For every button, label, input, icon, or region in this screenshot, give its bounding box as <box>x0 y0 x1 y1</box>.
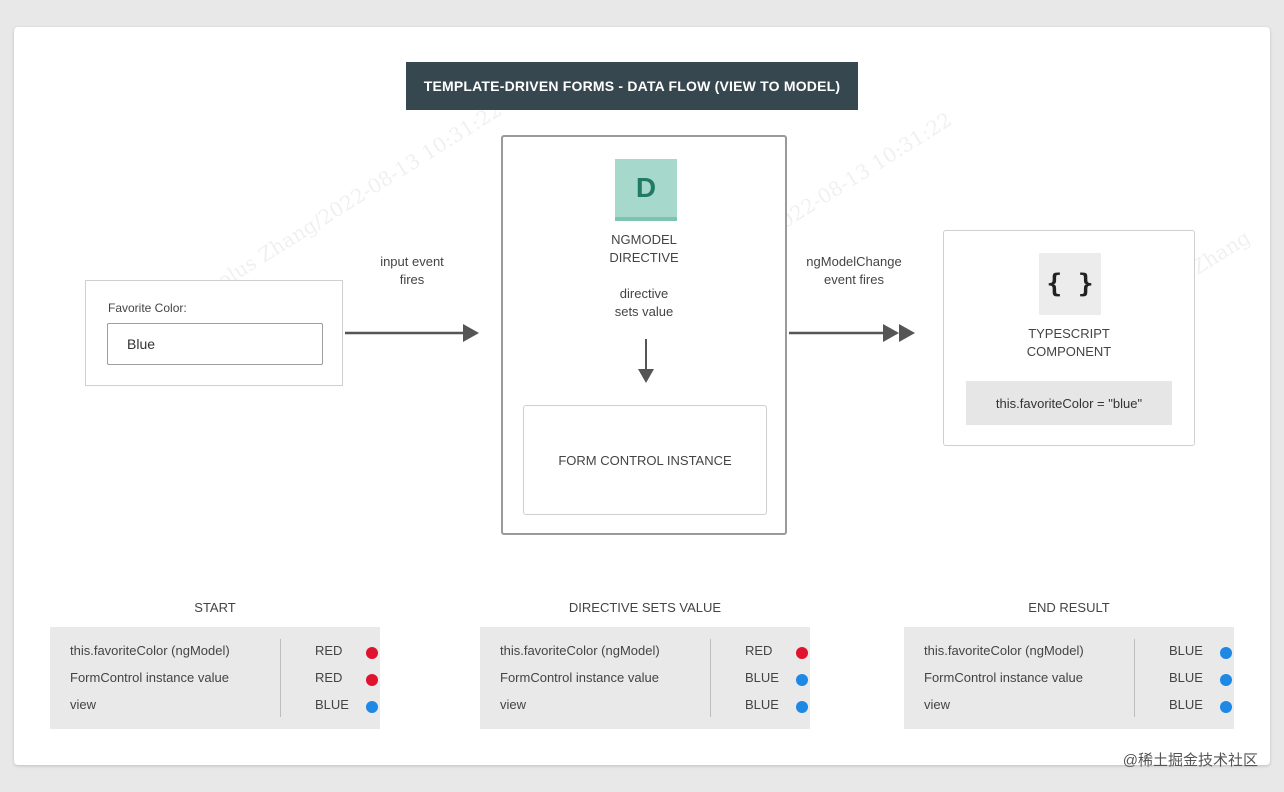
row-value: BLUE <box>745 697 779 712</box>
directive-title-line2: DIRECTIVE <box>609 250 679 265</box>
state-table-end-result: this.favoriteColor (ngModel) BLUE FormCo… <box>904 627 1234 729</box>
directive-action-line1: directive <box>619 286 669 301</box>
favorite-color-input[interactable]: Blue <box>107 323 323 365</box>
table-divider <box>1134 639 1135 717</box>
table-row: FormControl instance value BLUE <box>500 670 808 690</box>
state-table-start: this.favoriteColor (ngModel) RED FormCon… <box>50 627 380 729</box>
component-title-line1: TYPESCRIPT <box>1028 326 1110 341</box>
row-key: view <box>500 697 527 712</box>
row-key: view <box>924 697 951 712</box>
row-key: view <box>70 697 97 712</box>
table-row: view BLUE <box>500 697 808 717</box>
row-key: FormControl instance value <box>70 670 229 685</box>
status-dot <box>1220 647 1232 659</box>
row-value: RED <box>315 643 343 658</box>
row-key: this.favoriteColor (ngModel) <box>70 643 230 658</box>
table-title-end-result: END RESULT <box>1028 600 1110 615</box>
status-dot <box>796 701 808 713</box>
typescript-component-box: { } TYPESCRIPT COMPONENT this.favoriteCo… <box>943 230 1195 446</box>
directive-action-text: directive sets value <box>503 285 785 321</box>
directive-icon: D <box>615 159 677 221</box>
directive-action-line2: sets value <box>614 304 674 319</box>
row-key: this.favoriteColor (ngModel) <box>924 643 1084 658</box>
table-row: this.favoriteColor (ngModel) RED <box>500 643 808 663</box>
component-title: TYPESCRIPT COMPONENT <box>944 325 1194 361</box>
status-dot <box>1220 701 1232 713</box>
row-key: this.favoriteColor (ngModel) <box>500 643 660 658</box>
table-title-start: START <box>194 600 236 615</box>
row-key: FormControl instance value <box>500 670 659 685</box>
table-row: view BLUE <box>70 697 378 717</box>
table-row: this.favoriteColor (ngModel) RED <box>70 643 378 663</box>
brand-watermark: @稀土掘金技术社区 <box>1122 752 1258 769</box>
state-table-directive-sets-value: this.favoriteColor (ngModel) RED FormCon… <box>480 627 810 729</box>
status-dot <box>796 674 808 686</box>
input-event-arrow <box>345 324 479 342</box>
form-control-instance: FORM CONTROL INSTANCE <box>523 405 767 515</box>
ngmodelchange-label-line1: ngModelChange <box>806 254 902 269</box>
diagram-title: TEMPLATE-DRIVEN FORMS - DATA FLOW (VIEW … <box>406 62 858 110</box>
ngmodel-directive-box: D NGMODEL DIRECTIVE directive sets value… <box>501 135 787 535</box>
directive-title-line1: NGMODEL <box>611 232 677 247</box>
row-value: BLUE <box>1169 670 1203 685</box>
down-arrow-icon <box>638 339 654 383</box>
braces-icon: { } <box>1039 253 1101 315</box>
component-code: this.favoriteColor = "blue" <box>966 381 1172 425</box>
table-divider <box>710 639 711 717</box>
row-key: FormControl instance value <box>924 670 1083 685</box>
favorite-color-label: Favorite Color: <box>108 301 187 315</box>
row-value: BLUE <box>1169 643 1203 658</box>
ngmodelchange-label: ngModelChange event fires <box>784 253 924 289</box>
row-value: BLUE <box>315 697 349 712</box>
row-value: BLUE <box>1169 697 1203 712</box>
directive-title: NGMODEL DIRECTIVE <box>503 231 785 267</box>
table-row: this.favoriteColor (ngModel) BLUE <box>924 643 1232 663</box>
component-title-line2: COMPONENT <box>1026 344 1112 359</box>
table-title-directive-sets-value: DIRECTIVE SETS VALUE <box>568 600 722 615</box>
favorite-color-form: Favorite Color: Blue <box>85 280 343 386</box>
status-dot <box>366 647 378 659</box>
table-row: FormControl instance value BLUE <box>924 670 1232 690</box>
table-divider <box>280 639 281 717</box>
input-event-label-line1: input event <box>380 254 444 269</box>
input-event-label-line2: fires <box>399 272 425 287</box>
status-dot <box>366 674 378 686</box>
table-row: view BLUE <box>924 697 1232 717</box>
table-row: FormControl instance value RED <box>70 670 378 690</box>
ngmodelchange-label-line2: event fires <box>824 272 884 287</box>
status-dot <box>1220 674 1232 686</box>
row-value: RED <box>315 670 343 685</box>
row-value: RED <box>745 643 773 658</box>
status-dot <box>366 701 378 713</box>
row-value: BLUE <box>745 670 779 685</box>
input-event-label: input event fires <box>362 253 462 289</box>
ngmodelchange-arrow <box>789 324 915 342</box>
status-dot <box>796 647 808 659</box>
